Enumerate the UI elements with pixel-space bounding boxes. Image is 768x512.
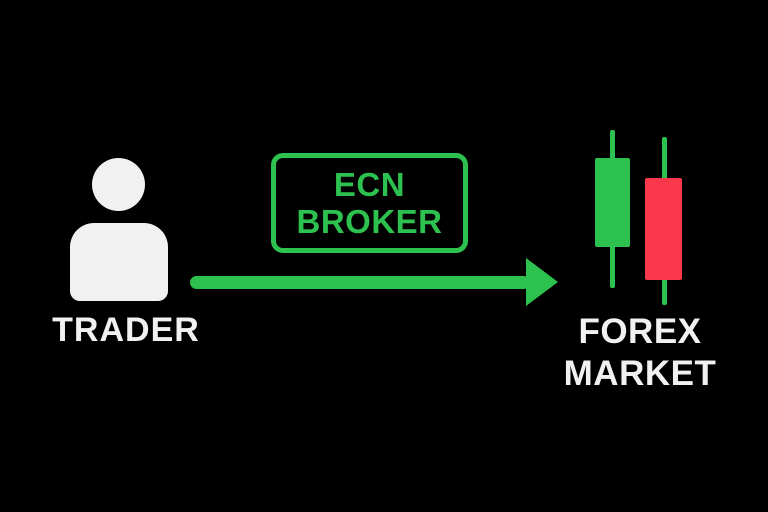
red-candle-body [645,178,682,280]
forex-market-label-line1: FOREX [578,312,702,351]
person-icon-body [70,223,168,301]
right-arrow-shaft [190,276,530,289]
right-arrow-head [526,258,558,306]
person-icon-head [92,158,145,211]
broker-label-line2: BROKER [296,203,443,240]
broker-label-line1: ECN [333,166,406,203]
green-candle-body [595,158,630,247]
ecn-broker-box: ECN BROKER [271,153,468,253]
forex-market-label: FOREX MARKET [520,311,760,395]
forex-market-label-line2: MARKET [563,354,717,393]
trader-label: TRADER [52,311,200,349]
